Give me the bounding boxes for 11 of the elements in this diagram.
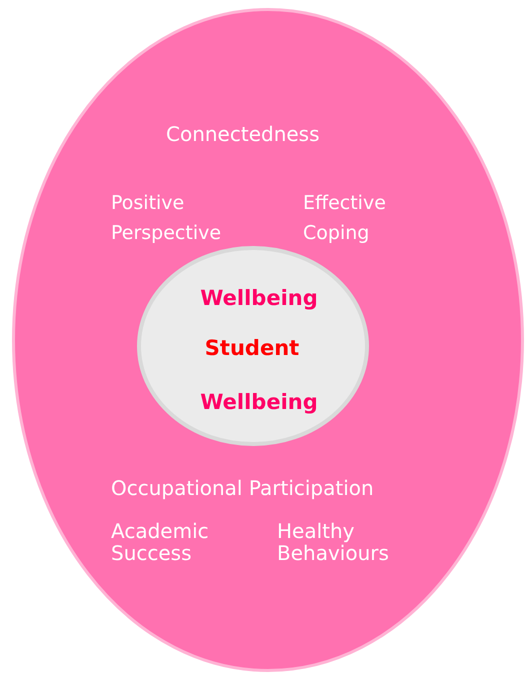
factor-label: Effective Coping [303, 191, 387, 246]
center-label: Wellbeing [200, 390, 318, 416]
inner-circle [137, 246, 369, 446]
factor-label: Connectedness [166, 122, 321, 146]
factor-label: Positive Perspective [111, 191, 222, 246]
factor-label: Occupational Participation [111, 476, 375, 500]
factor-label: Healthy Behaviours [277, 520, 390, 564]
outer-ellipse [12, 8, 524, 672]
center-label: Student [204, 336, 300, 362]
factor-label: Academic Success [111, 520, 210, 564]
center-label: Wellbeing [200, 286, 318, 312]
